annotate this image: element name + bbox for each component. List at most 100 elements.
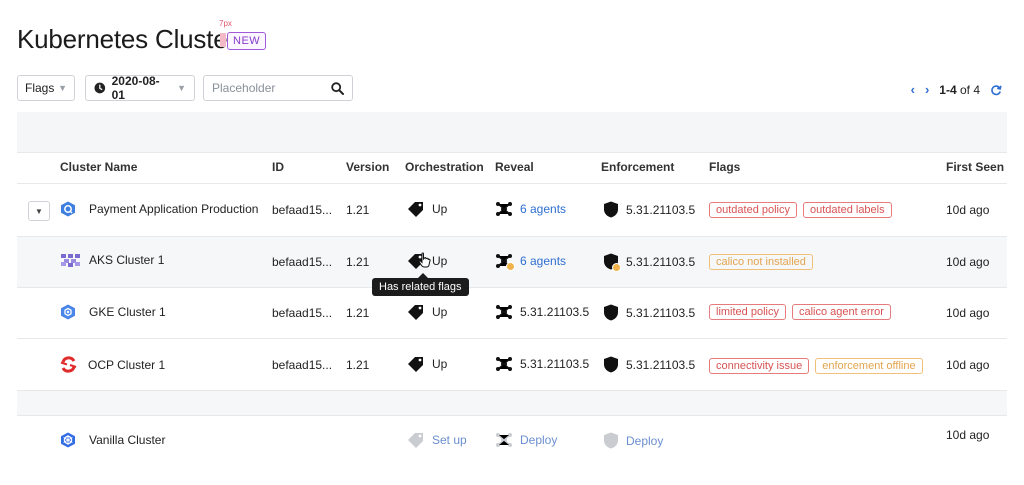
clock-icon bbox=[94, 82, 106, 94]
cluster-name-cell[interactable]: OCP Cluster 1 bbox=[60, 356, 165, 373]
search-icon[interactable] bbox=[331, 81, 344, 95]
enforcement-deploy[interactable]: Deploy bbox=[603, 432, 663, 449]
cluster-name: AKS Cluster 1 bbox=[89, 253, 165, 267]
orchestration-setup[interactable]: Set up bbox=[407, 432, 467, 448]
pagination-range: 1-4 bbox=[939, 82, 957, 97]
cluster-name-cell[interactable]: AKS Cluster 1 bbox=[60, 253, 164, 267]
enforcement-deploy-link[interactable]: Deploy bbox=[626, 433, 664, 448]
first-seen: 10d ago bbox=[946, 358, 990, 372]
date-value: 2020-08-01 bbox=[111, 74, 160, 102]
cluster-name: GKE Cluster 1 bbox=[89, 305, 166, 319]
search-input[interactable]: Placeholder bbox=[203, 75, 353, 101]
first-seen: 10d ago bbox=[946, 306, 990, 320]
column-header-flags[interactable]: Flags bbox=[709, 160, 741, 174]
column-header-enforcement[interactable]: Enforcement bbox=[601, 160, 675, 174]
reveal-version: 5.31.21103.5 bbox=[520, 305, 590, 319]
orchestration-label: Up bbox=[432, 357, 448, 371]
shield-icon bbox=[604, 356, 618, 373]
reveal-status: 5.31.21103.5 bbox=[495, 304, 589, 320]
flags-filter-select[interactable]: Flags ▼ bbox=[17, 75, 75, 101]
expand-row-button[interactable]: ▼ bbox=[28, 201, 50, 221]
flags-cell: limited policy calico agent error bbox=[709, 304, 891, 320]
cluster-name-cell[interactable]: GKE Cluster 1 bbox=[60, 304, 166, 320]
reveal-icon-with-warning bbox=[495, 253, 515, 271]
tag-icon[interactable] bbox=[407, 201, 425, 217]
pagination-count: 1-4 of 4 bbox=[939, 83, 980, 97]
chevron-left-icon[interactable]: ‹ bbox=[910, 82, 915, 97]
warning-dot-icon bbox=[612, 263, 621, 272]
spacing-marker bbox=[220, 33, 226, 47]
reveal-deploy-link[interactable]: Deploy bbox=[520, 433, 558, 447]
first-seen: 10d ago bbox=[946, 428, 990, 442]
first-seen: 10d ago bbox=[946, 255, 990, 269]
tag-icon[interactable] bbox=[407, 253, 425, 269]
network-nodes-icon bbox=[496, 305, 512, 319]
aks-logo-icon bbox=[61, 254, 80, 267]
warning-dot-icon bbox=[506, 262, 515, 271]
column-header-first-seen[interactable]: First Seen bbox=[946, 160, 1005, 174]
tag-icon[interactable] bbox=[407, 356, 425, 372]
flag-badge[interactable]: calico not installed bbox=[709, 254, 813, 270]
flag-badge[interactable]: enforcement offline bbox=[815, 358, 923, 374]
hand-pointer-cursor-icon bbox=[418, 252, 431, 268]
orchestration-label: Up bbox=[432, 202, 448, 216]
cluster-id: befaad15... bbox=[272, 255, 333, 269]
flags-cell: connectivity issue enforcement offline bbox=[709, 358, 923, 374]
network-nodes-icon bbox=[496, 433, 512, 447]
chevron-right-icon[interactable]: › bbox=[924, 82, 930, 97]
column-header-orchestration[interactable]: Orchestration bbox=[405, 160, 484, 174]
orchestration-status: Up bbox=[407, 201, 447, 217]
cluster-name: Payment Application Production bbox=[89, 202, 259, 216]
orchestration-status: Up bbox=[407, 253, 447, 269]
date-select[interactable]: 2020-08-01 ▼ bbox=[85, 74, 195, 102]
reveal-agents-link[interactable]: 6 agents bbox=[520, 202, 567, 216]
tag-icon bbox=[408, 433, 423, 448]
orchestration-label: Up bbox=[432, 254, 448, 268]
cluster-id: befaad15... bbox=[272, 358, 333, 372]
first-seen: 10d ago bbox=[946, 203, 990, 217]
tag-icon[interactable] bbox=[407, 304, 425, 320]
column-header-id[interactable]: ID bbox=[272, 160, 284, 174]
row-divider bbox=[17, 390, 1007, 391]
network-nodes-icon bbox=[496, 357, 512, 371]
flag-badge[interactable]: outdated labels bbox=[803, 202, 892, 218]
cluster-name-cell[interactable]: Payment Application Production bbox=[60, 201, 258, 217]
reveal-agents-link[interactable]: 6 agents bbox=[520, 254, 567, 268]
flag-badge[interactable]: connectivity issue bbox=[709, 358, 810, 374]
new-badge: NEW bbox=[227, 32, 267, 50]
column-header-reveal[interactable]: Reveal bbox=[495, 160, 534, 174]
reveal-version: 5.31.21103.5 bbox=[520, 357, 590, 371]
enforcement-status: 5.31.21103.5 bbox=[603, 253, 695, 272]
cluster-version: 1.21 bbox=[346, 255, 370, 269]
row-divider bbox=[17, 236, 1007, 237]
flags-filter-label: Flags bbox=[25, 81, 55, 95]
cluster-name-cell[interactable]: Vanilla Cluster bbox=[60, 432, 165, 448]
enforcement-version: 5.31.21103.5 bbox=[626, 357, 696, 372]
cluster-version: 1.21 bbox=[346, 306, 370, 320]
orchestration-label: Up bbox=[432, 305, 448, 319]
group-spacer bbox=[17, 390, 1007, 415]
column-header-version[interactable]: Version bbox=[346, 160, 390, 174]
flag-badge[interactable]: outdated policy bbox=[709, 202, 797, 218]
pagination-total: of 4 bbox=[959, 82, 980, 97]
reveal-deploy[interactable]: Deploy bbox=[495, 432, 557, 448]
chevron-down-icon: ▼ bbox=[177, 83, 186, 93]
flags-cell: outdated policy outdated labels bbox=[709, 202, 892, 218]
shield-icon bbox=[604, 201, 618, 218]
column-header-cluster-name[interactable]: Cluster Name bbox=[60, 160, 138, 174]
cluster-name: Vanilla Cluster bbox=[89, 433, 166, 447]
cluster-version: 1.21 bbox=[346, 358, 370, 372]
orchestration-status: Up bbox=[407, 356, 447, 372]
enforcement-icon-with-warning bbox=[603, 253, 621, 272]
setup-link[interactable]: Set up bbox=[432, 433, 467, 447]
flag-badge[interactable]: limited policy bbox=[709, 304, 786, 320]
network-nodes-icon bbox=[496, 202, 512, 216]
page-title: Kubernetes Clusters bbox=[17, 24, 249, 54]
pagination: ‹ › 1-4 of 4 bbox=[911, 82, 1002, 97]
cluster-version: 1.21 bbox=[346, 203, 370, 217]
shield-icon bbox=[604, 432, 618, 449]
flag-badge[interactable]: calico agent error bbox=[791, 304, 891, 320]
header-divider bbox=[17, 183, 1007, 184]
reveal-status: 5.31.21103.5 bbox=[495, 356, 589, 372]
refresh-icon[interactable] bbox=[990, 84, 1002, 96]
